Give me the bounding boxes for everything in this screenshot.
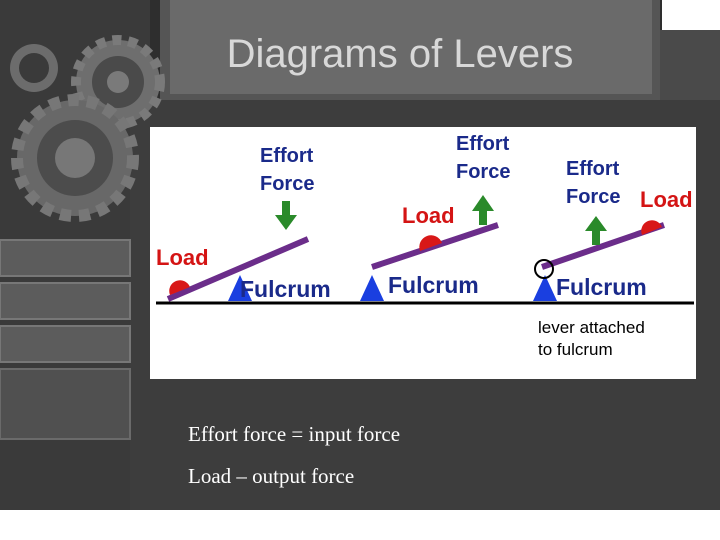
lever-diagram: Load Effort Force Fulcrum Load Effort Fo… xyxy=(150,127,696,379)
slide-title: Diagrams of Levers xyxy=(226,32,574,76)
lever-bar xyxy=(166,236,310,302)
effort-label-line1: Effort xyxy=(566,158,620,180)
bottom-strip xyxy=(0,510,720,540)
load-label: Load xyxy=(640,187,693,212)
small-ring-gear-icon xyxy=(10,44,58,92)
attachment-ring xyxy=(534,259,554,279)
effort-arrow-up-icon xyxy=(472,195,494,225)
effort-label-line2: Force xyxy=(566,186,620,208)
effort-label-line1: Effort xyxy=(260,145,314,167)
fulcrum-triangle xyxy=(533,275,557,301)
fulcrum-label: Fulcrum xyxy=(388,272,479,298)
effort-arrow-down-icon xyxy=(275,201,297,230)
lever-second-class: Load Effort Force Fulcrum xyxy=(360,133,510,301)
caption-effort: Effort force = input force xyxy=(188,422,401,446)
lever-third-class: Load Effort Force Fulcrum lever attached… xyxy=(533,158,693,359)
load-mass xyxy=(169,280,190,295)
effort-label-line2: Force xyxy=(456,161,510,183)
fulcrum-triangle xyxy=(360,275,384,301)
attachment-note-line2: to fulcrum xyxy=(538,340,613,359)
large-gear-icon xyxy=(11,94,139,222)
lever-bar xyxy=(371,222,499,270)
effort-arrow-up-icon xyxy=(585,216,607,245)
fulcrum-label: Fulcrum xyxy=(240,276,331,302)
fulcrum-label: Fulcrum xyxy=(556,274,647,300)
caption-load: Load – output force xyxy=(188,464,355,488)
load-label: Load xyxy=(402,203,455,228)
title-banner-inner xyxy=(170,0,652,94)
load-mass xyxy=(641,220,662,235)
load-mass xyxy=(419,235,442,251)
lever-first-class: Load Effort Force Fulcrum xyxy=(156,145,331,302)
effort-label-line2: Force xyxy=(260,173,314,195)
corner-block xyxy=(662,0,720,30)
fulcrum-triangle xyxy=(228,275,252,301)
lever-diagram-svg: Load Effort Force Fulcrum Load Effort Fo… xyxy=(156,133,694,359)
attachment-note-line1: lever attached xyxy=(538,318,645,337)
decor-bars xyxy=(0,239,131,440)
effort-label-line1: Effort xyxy=(456,133,510,155)
load-label: Load xyxy=(156,245,209,270)
